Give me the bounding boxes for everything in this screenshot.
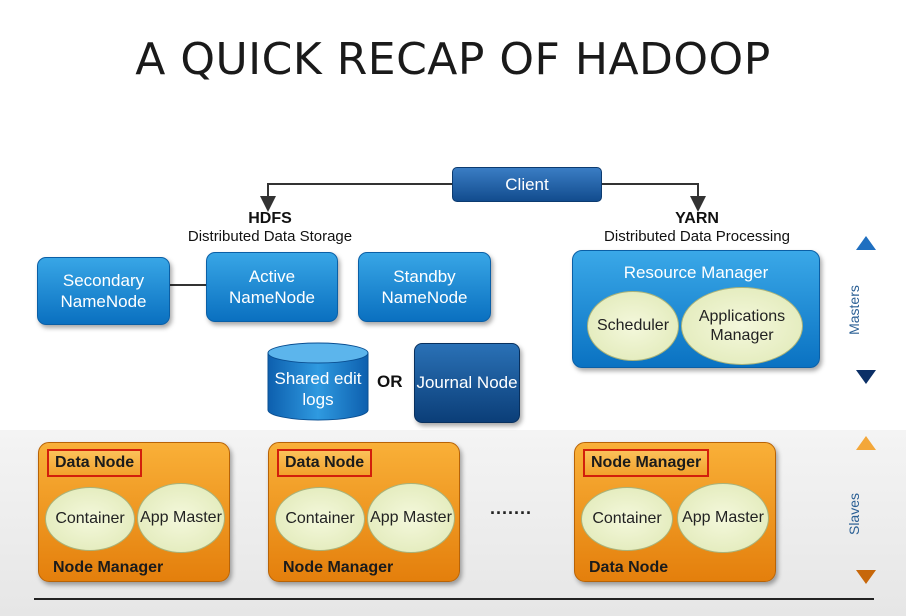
applications-manager-ellipse: Applications Manager: [681, 287, 803, 365]
yarn-heading: YARN Distributed Data Processing: [572, 210, 822, 246]
worker-node-1-label: Data Node: [47, 449, 143, 477]
page-title: A QUICK RECAP OF HADOOP: [135, 34, 771, 85]
shared-edit-logs-label: Shared edit logs: [274, 368, 362, 409]
hdfs-heading: HDFS Distributed Data Storage: [150, 210, 390, 246]
hdfs-subtitle: Distributed Data Storage: [187, 228, 353, 246]
standby-namenode-box: Standby NameNode: [358, 252, 491, 322]
scheduler-ellipse: Scheduler: [587, 291, 679, 361]
masters-arrow: [856, 236, 876, 384]
worker-node-1-footer: Node Manager: [53, 559, 164, 576]
resource-manager-box: Resource Manager Scheduler Applications …: [572, 250, 820, 368]
container-ellipse: Container: [275, 487, 365, 551]
container-ellipse: Container: [45, 487, 135, 551]
app-master-ellipse: App Master: [367, 483, 455, 553]
worker-node-3-label: Node Manager: [583, 449, 710, 477]
yarn-subtitle: Distributed Data Processing: [604, 228, 790, 246]
masters-label: Masters: [846, 285, 862, 335]
journal-node-box: Journal Node: [414, 343, 520, 423]
hdfs-title: HDFS: [248, 210, 292, 227]
worker-node-2: Data Node Container App Master Node Mana…: [268, 442, 460, 582]
worker-node-2-label: Data Node: [277, 449, 373, 477]
resource-manager-title: Resource Manager: [623, 263, 769, 282]
app-master-ellipse: App Master: [137, 483, 225, 553]
worker-node-3: Node Manager Container App Master Data N…: [574, 442, 776, 582]
worker-node-3-footer: Data Node: [589, 559, 669, 576]
worker-node-2-footer: Node Manager: [283, 559, 394, 576]
active-namenode-box: Active NameNode: [206, 252, 338, 322]
client-box: Client: [452, 167, 602, 202]
client-to-yarn-arrow: [602, 183, 706, 212]
slaves-arrow: [856, 436, 876, 584]
or-label: OR: [377, 372, 403, 391]
secondary-namenode-box: Secondary NameNode: [37, 257, 170, 325]
bottom-divider: [34, 598, 874, 600]
ellipsis-dots: .......: [490, 498, 533, 518]
slaves-label: Slaves: [846, 492, 862, 536]
client-to-hdfs-arrow: [260, 183, 452, 212]
yarn-title: YARN: [675, 210, 719, 227]
app-master-ellipse: App Master: [677, 483, 769, 553]
shared-edit-logs-cylinder: [267, 342, 369, 421]
worker-node-1: Data Node Container App Master Node Mana…: [38, 442, 230, 582]
container-ellipse: Container: [581, 487, 673, 551]
